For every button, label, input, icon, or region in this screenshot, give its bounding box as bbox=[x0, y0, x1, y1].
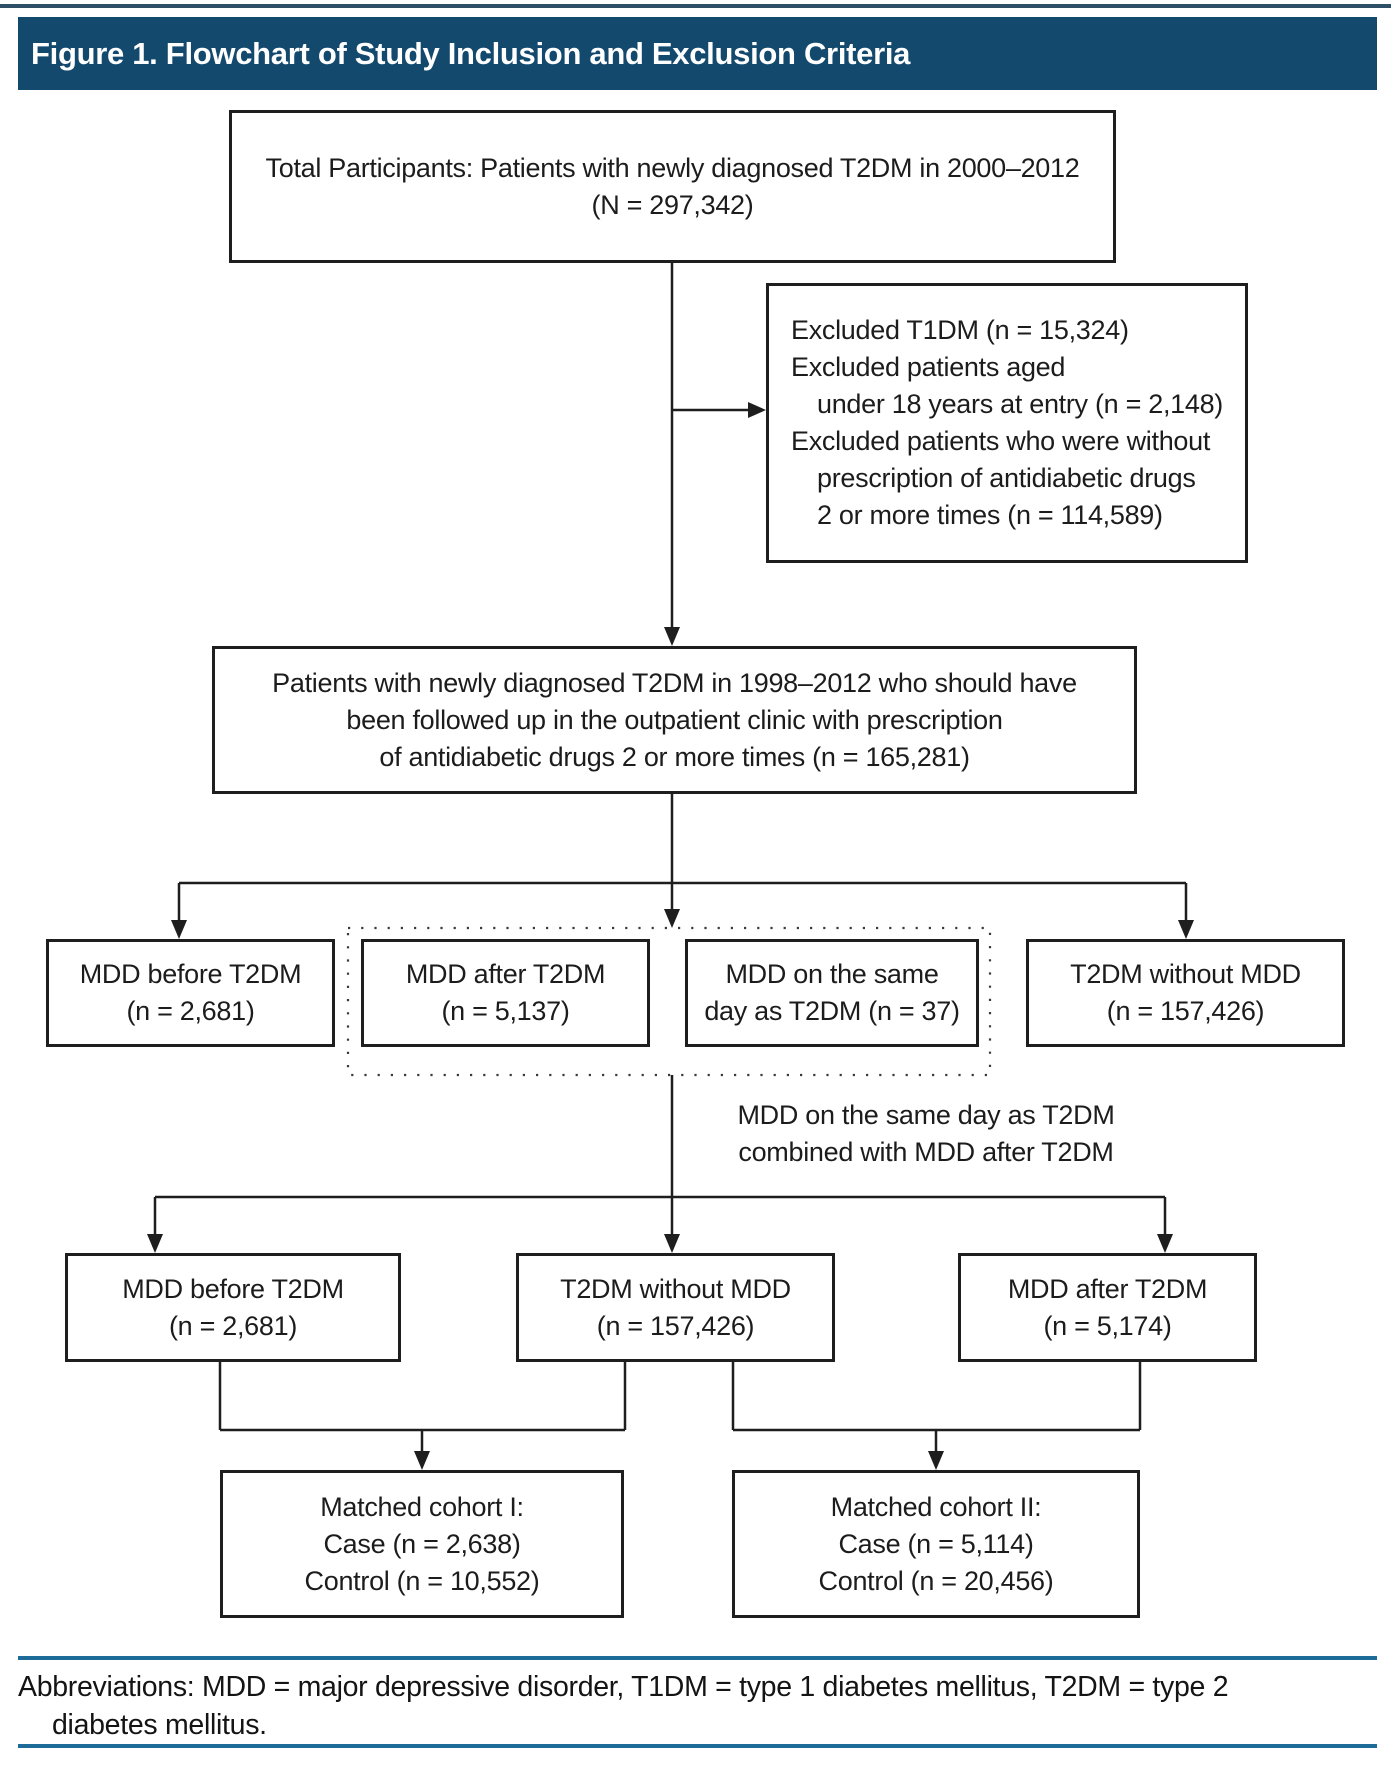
node-exclusions: Excluded T1DM (n = 15,324) Excluded pati… bbox=[766, 283, 1248, 563]
figure-title-bar: Figure 1. Flowchart of Study Inclusion a… bbox=[18, 17, 1377, 90]
down-arrow-icon bbox=[664, 627, 680, 646]
node-text-line: (n = 2,681) bbox=[168, 1310, 298, 1341]
down-arrow-icon bbox=[928, 1451, 944, 1470]
node-text-line: MDD after T2DM bbox=[405, 959, 606, 989]
node-text-line: of antidiabetic drugs 2 or more times (n… bbox=[379, 741, 970, 772]
node-text-line: (n = 5,174) bbox=[1043, 1310, 1172, 1341]
connector-split-level-1 bbox=[171, 794, 1194, 939]
node-text-line: day as T2DM (n = 37) bbox=[704, 996, 960, 1026]
node-mdd-before-t2dm-2: MDD before T2DM (n = 2,681) bbox=[65, 1253, 401, 1362]
node-text-line: been followed up in the outpatient clini… bbox=[346, 704, 1003, 735]
node-text-line: (n = 5,137) bbox=[441, 996, 570, 1026]
connector-exclusion-branch bbox=[672, 402, 766, 418]
node-mdd-same-day: MDD on the same day as T2DM (n = 37) bbox=[685, 939, 979, 1047]
node-text-line: MDD on the same bbox=[725, 959, 939, 989]
footer-rule-bottom bbox=[18, 1744, 1377, 1748]
node-text-line: Control (n = 20,456) bbox=[818, 1565, 1054, 1596]
label-combined: MDD on the same day as T2DM combined wit… bbox=[696, 1097, 1156, 1171]
top-rule bbox=[0, 4, 1391, 8]
node-text-line: (n = 157,426) bbox=[1106, 996, 1265, 1026]
connector-total-to-followed bbox=[664, 263, 680, 646]
node-t2dm-without-mdd-1: T2DM without MDD (n = 157,426) bbox=[1026, 939, 1345, 1047]
node-text-line: (N = 297,342) bbox=[591, 189, 754, 220]
node-text-line: Total Participants: Patients with newly … bbox=[265, 152, 1080, 183]
node-text-line: under 18 years at entry (n = 2,148) bbox=[817, 389, 1223, 419]
down-arrow-icon bbox=[664, 1234, 680, 1253]
node-text-line: Case (n = 5,114) bbox=[838, 1528, 1034, 1559]
node-text-line: MDD after T2DM bbox=[1007, 1273, 1208, 1304]
node-text-line: MDD before T2DM bbox=[122, 1273, 344, 1304]
node-text-line: Patients with newly diagnosed T2DM in 19… bbox=[272, 667, 1077, 698]
abbreviations-note: Abbreviations: MDD = major depressive di… bbox=[18, 1668, 1368, 1744]
node-mdd-after-t2dm-2: MDD after T2DM (n = 5,174) bbox=[958, 1253, 1257, 1362]
node-text-line: Matched cohort II: bbox=[830, 1491, 1042, 1522]
down-arrow-icon bbox=[171, 920, 187, 939]
down-arrow-icon bbox=[414, 1451, 430, 1470]
figure-title: Figure 1. Flowchart of Study Inclusion a… bbox=[31, 35, 911, 71]
node-t2dm-without-mdd-2: T2DM without MDD (n = 157,426) bbox=[516, 1253, 835, 1362]
node-mdd-after-t2dm-1: MDD after T2DM (n = 5,137) bbox=[361, 939, 650, 1047]
node-text-line: Control (n = 10,552) bbox=[304, 1565, 540, 1596]
label-text-line: MDD on the same day as T2DM bbox=[737, 1100, 1115, 1130]
node-text-line: Excluded T1DM (n = 15,324) bbox=[791, 315, 1129, 345]
node-followed-up: Patients with newly diagnosed T2DM in 19… bbox=[212, 646, 1137, 794]
connector-matched-cohort-1 bbox=[218, 1362, 627, 1470]
node-total-participants: Total Participants: Patients with newly … bbox=[229, 110, 1116, 263]
node-text-line: (n = 2,681) bbox=[126, 996, 255, 1026]
node-text-line: MDD before T2DM bbox=[79, 959, 302, 989]
node-text-line: T2DM without MDD bbox=[560, 1273, 791, 1304]
footer-rule-top bbox=[18, 1656, 1377, 1660]
abbreviations-line: Abbreviations: MDD = major depressive di… bbox=[18, 1671, 1229, 1703]
node-text-line: Case (n = 2,638) bbox=[323, 1528, 521, 1559]
connector-matched-cohort-2 bbox=[731, 1362, 1142, 1470]
node-text-line: prescription of antidiabetic drugs bbox=[817, 463, 1196, 493]
node-text-line: 2 or more times (n = 114,589) bbox=[817, 500, 1163, 530]
right-arrow-icon bbox=[748, 402, 766, 418]
node-text-line: Excluded patients aged bbox=[791, 352, 1066, 382]
label-text-line: combined with MDD after T2DM bbox=[738, 1137, 1114, 1167]
down-arrow-icon bbox=[664, 909, 680, 928]
node-matched-cohort-1: Matched cohort I: Case (n = 2,638) Contr… bbox=[220, 1470, 624, 1618]
down-arrow-icon bbox=[147, 1234, 163, 1253]
node-text-line: T2DM without MDD bbox=[1070, 959, 1301, 989]
down-arrow-icon bbox=[1157, 1234, 1173, 1253]
down-arrow-icon bbox=[1178, 920, 1194, 939]
node-matched-cohort-2: Matched cohort II: Case (n = 5,114) Cont… bbox=[732, 1470, 1140, 1618]
abbreviations-line: diabetes mellitus. bbox=[52, 1709, 267, 1741]
node-mdd-before-t2dm-1: MDD before T2DM (n = 2,681) bbox=[46, 939, 335, 1047]
node-text-line: Matched cohort I: bbox=[320, 1491, 524, 1522]
node-text-line: (n = 157,426) bbox=[596, 1310, 755, 1341]
node-text-line: Excluded patients who were without bbox=[791, 426, 1211, 456]
